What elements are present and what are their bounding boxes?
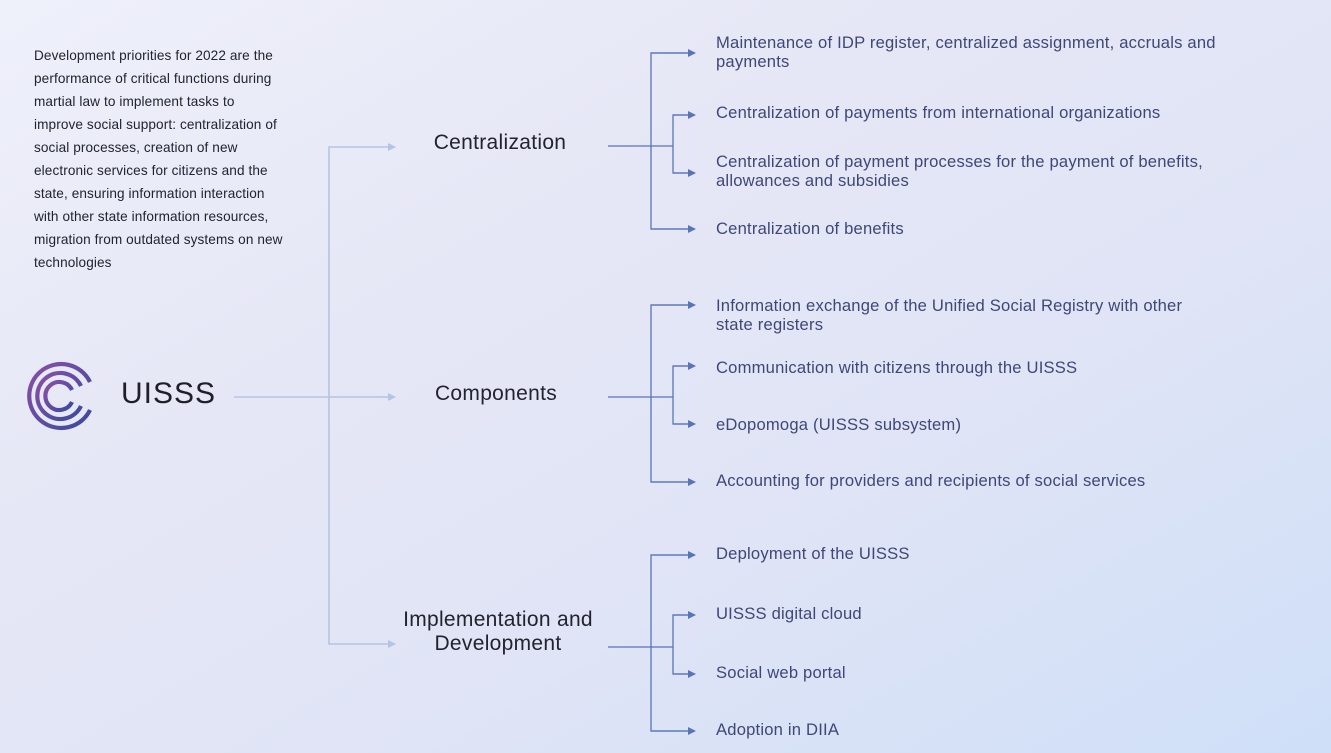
item-deployment: Deployment of the UISSS — [716, 544, 910, 563]
item-communication: Communication with citizens through the … — [716, 358, 1078, 377]
category-components: Components — [434, 382, 558, 405]
item-digital-cloud: UISSS digital cloud — [716, 604, 862, 623]
intro-description: Development priorities for 2022 are the … — [34, 48, 283, 270]
item-adoption-diia: Adoption in DIIA — [716, 720, 840, 739]
item-edopomoga: eDopomoga (UISSS subsystem) — [716, 415, 962, 434]
item-idp-register: Maintenance of IDP register, centralized… — [716, 33, 1216, 71]
trunk-bottom — [328, 397, 396, 648]
item-centralization-benefits: Centralization of benefits — [716, 219, 904, 238]
category-centralization: Centralization — [433, 131, 567, 154]
item-social-web-portal: Social web portal — [716, 663, 846, 682]
item-info-exchange: Information exchange of the Unified Soci… — [716, 296, 1183, 334]
item-accounting: Accounting for providers and recipients … — [716, 471, 1146, 490]
brand-name: UISSS — [121, 377, 217, 410]
uisss-logo-icon — [26, 360, 98, 432]
trunk-top — [328, 143, 396, 397]
item-payment-processes: Centralization of payment processes for … — [716, 152, 1203, 190]
item-international-payments: Centralization of payments from internat… — [716, 103, 1161, 122]
category-implementation-development: Implementation and Development — [403, 608, 593, 655]
